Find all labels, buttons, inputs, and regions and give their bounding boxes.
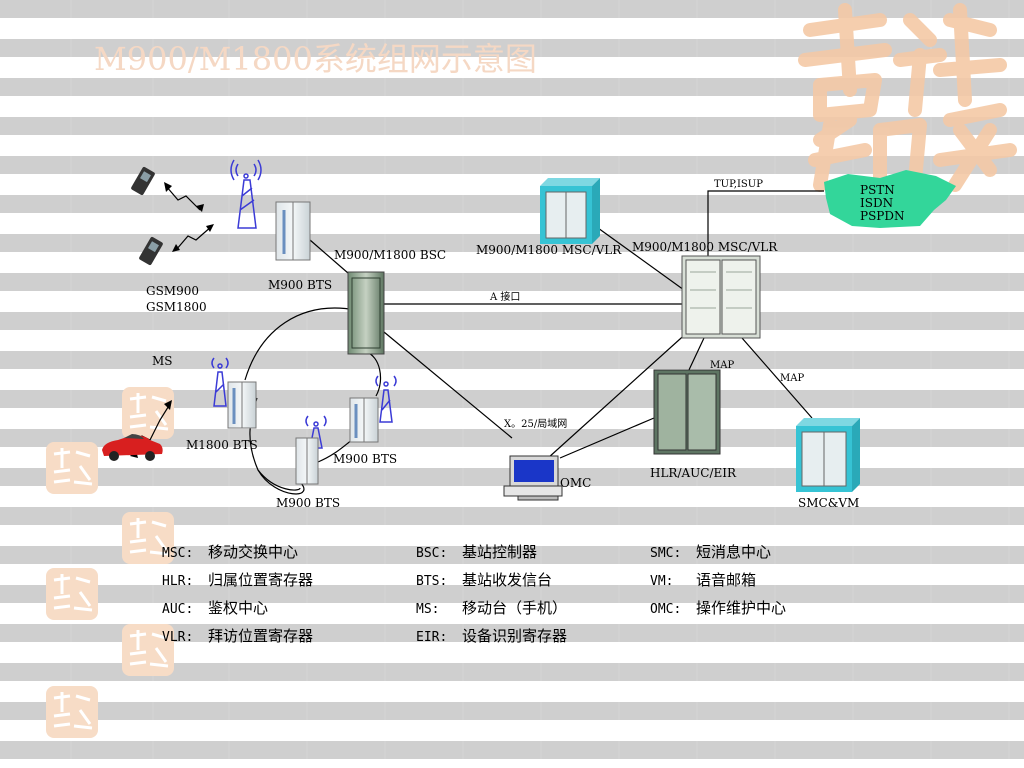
antenna-tower-icon	[211, 357, 229, 407]
seal-decoration-large	[798, 3, 1017, 192]
seal-decoration	[46, 568, 98, 620]
bsc-rack	[347, 271, 385, 355]
seal-decoration	[122, 512, 174, 564]
antenna-tower-icon	[230, 159, 262, 229]
hlr-label: HLR/AUC/EIR	[650, 466, 737, 480]
seal-decoration	[46, 442, 98, 494]
bts-rack	[227, 381, 257, 429]
legend-column-3: SMC:短消息中心 VM:语音邮箱 OMC:操作维护中心	[650, 539, 786, 623]
bts-rack	[275, 201, 311, 261]
bsc-omc-link	[383, 331, 513, 439]
m900-bts-label: M900 BTS	[268, 278, 333, 292]
car-icon	[102, 434, 163, 461]
cloud-line: PSTN	[860, 183, 895, 197]
seal-decoration	[46, 686, 98, 738]
msc-omc-link	[547, 329, 691, 459]
legend-column-2: BSC:基站控制器 BTS:基站收发信台 MS:移动台（手机） EIR:设备识别…	[416, 539, 567, 651]
cloud-line: PSPDN	[860, 209, 905, 223]
legend-row: AUC:鉴权中心	[162, 599, 269, 617]
m1800-bts-label: M1800 BTS	[186, 438, 258, 452]
bts-rack	[295, 437, 319, 485]
seal-decoration	[122, 387, 174, 439]
legend-row: OMC:操作维护中心	[650, 599, 787, 617]
pstn-cloud-label: PSTN ISDN PSPDN	[860, 184, 905, 223]
ms-label: MS	[152, 354, 173, 368]
msc-vlr-rack-left	[540, 178, 600, 244]
map-label: MAP	[780, 373, 805, 384]
a-interface-label: A 接口	[490, 292, 521, 303]
legend-column-1: MSC:移动交换中心 HLR:归属位置寄存器 AUC:鉴权中心 VLR:拜访位置…	[162, 539, 313, 651]
msc-vlr-label-left: M900/M1800 MSC/VLR	[476, 243, 622, 257]
seal-decoration	[122, 624, 174, 676]
legend-row: MS:移动台（手机）	[416, 599, 568, 617]
legend-row: MSC:移动交换中心	[162, 543, 299, 561]
hlr-rack	[653, 369, 721, 455]
tup-isup-label: TUP,ISUP	[714, 179, 763, 190]
omc-label: OMC	[560, 476, 592, 490]
legend-row: BTS:基站收发信台	[416, 571, 553, 589]
m900-bts-label: M900 BTS	[333, 452, 398, 466]
omc-computer-icon	[503, 455, 563, 501]
msc-msc-link	[597, 227, 685, 291]
smc-vm-label: SMC&VM	[798, 496, 860, 510]
m900-bts-label: M900 BTS	[276, 496, 341, 510]
legend-row: BSC:基站控制器	[416, 543, 538, 561]
mobile-phone-icon	[131, 166, 155, 196]
legend-row: HLR:归属位置寄存器	[162, 571, 314, 589]
map-label: MAP	[710, 360, 735, 371]
antenna-tower-icon	[375, 375, 397, 423]
hlr-omc-link	[559, 417, 655, 459]
bts-rack	[349, 397, 379, 443]
legend-row: EIR:设备识别寄存器	[416, 627, 568, 645]
msc-vlr-rack-right	[681, 255, 761, 339]
pstn-cloud	[824, 170, 956, 228]
smc-vm-rack	[796, 418, 860, 492]
msc-hlr-link	[687, 337, 705, 373]
legend-row: VLR:拜访位置寄存器	[162, 627, 314, 645]
msc-vlr-label-right: M900/M1800 MSC/VLR	[632, 240, 778, 254]
tup-isup-link	[707, 190, 824, 258]
gsm900-label: GSM900	[146, 284, 199, 298]
gsm1800-label: GSM1800	[146, 300, 207, 314]
legend-row: SMC:短消息中心	[650, 543, 772, 561]
x25-label: X。25/局域网	[504, 419, 568, 430]
mobile-phone-icon	[139, 236, 163, 266]
cloud-line: ISDN	[860, 196, 894, 210]
bsc-label: M900/M1800 BSC	[334, 248, 447, 262]
msc-smc-link	[741, 337, 813, 419]
page-title: M900/M1800系统组网示意图	[94, 40, 537, 78]
legend-row: VM:语音邮箱	[650, 571, 757, 589]
